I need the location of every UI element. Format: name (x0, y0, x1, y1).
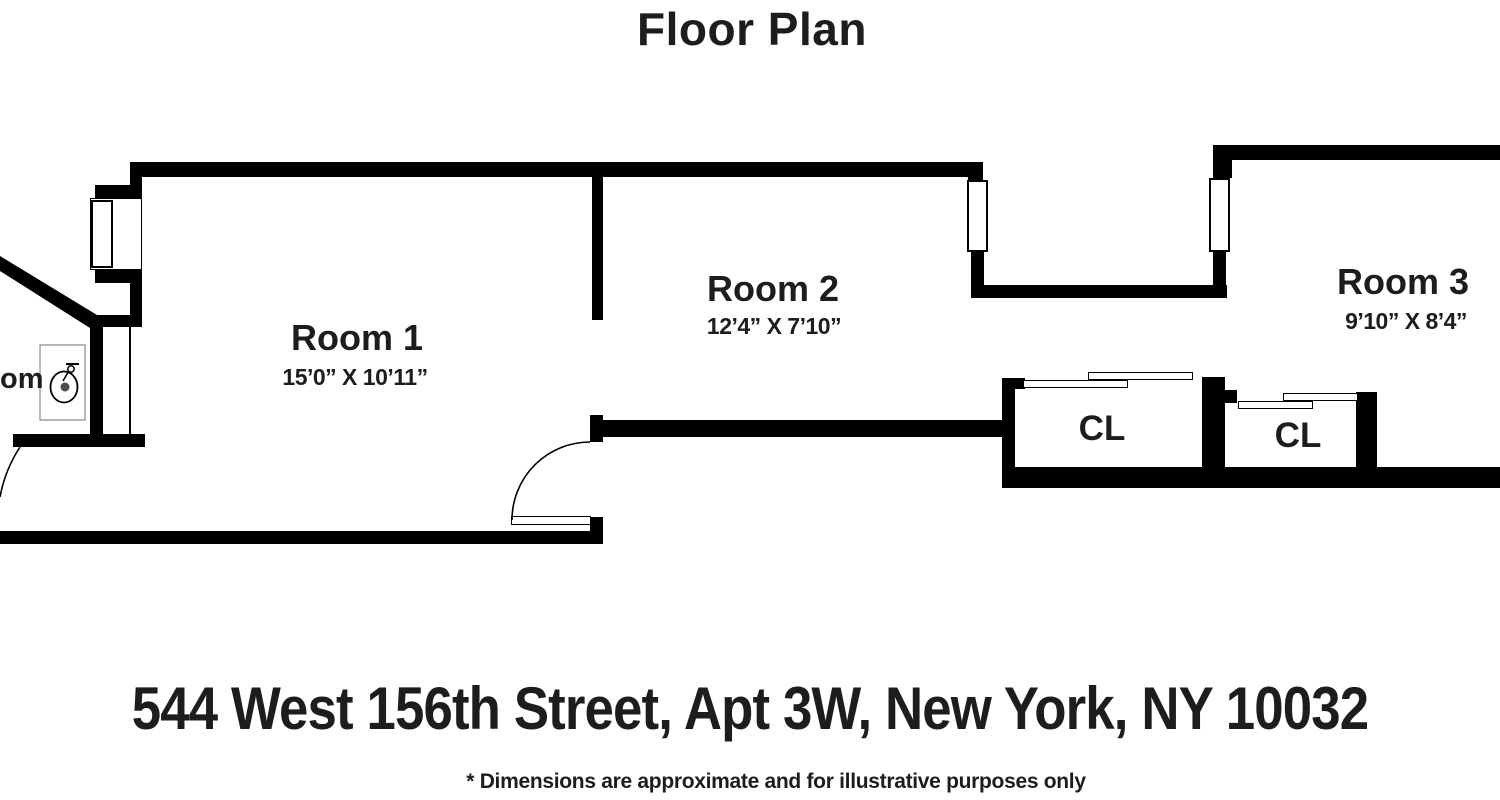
wall-top-main (130, 162, 983, 177)
wall-notch-left-lower (971, 252, 984, 285)
wall-closet1-topleft-block (1002, 378, 1025, 389)
closet1-sliding-door-b (1023, 380, 1128, 388)
wall-window-stub-bottom (95, 270, 142, 283)
wall-room-divider (592, 177, 603, 320)
closet2-sliding-door-b (1238, 401, 1313, 409)
wall-notch-right-lower (1213, 252, 1226, 285)
wall-notch-left-corner (968, 162, 983, 180)
wall-room1-left-mid (130, 283, 142, 318)
window-notch-left (967, 180, 988, 252)
wall-closet-bottom (1002, 467, 1500, 488)
room1-name: Room 1 (290, 317, 424, 358)
wall-door-jamb-lower (590, 517, 603, 531)
page-title: Floor Plan (637, 3, 867, 55)
closet2-label: CL (1274, 416, 1322, 455)
wall-room3-top (1213, 145, 1500, 160)
wall-bathroom-right (90, 320, 103, 447)
room3-dimensions: 9’10” X 8’4” (1345, 308, 1467, 334)
wall-door-jamb-upper (590, 415, 603, 442)
room2-dimensions: 12’4” X 7’10” (706, 313, 842, 339)
door-leaf-room1 (511, 516, 591, 525)
door-arc-room1 (511, 441, 591, 521)
wall-closet1-left (1002, 378, 1015, 480)
wall-closet1-right (1202, 377, 1225, 480)
partial-room-label: om (0, 363, 44, 395)
door-arc-bathroom (0, 446, 21, 498)
wall-bathroom-diagonal (0, 256, 97, 328)
closet1-label: CL (1078, 409, 1126, 448)
address-line: 544 West 156th Street, Apt 3W, New York,… (131, 675, 1369, 742)
wall-thin-partition (129, 327, 131, 434)
wall-window-stub-top (95, 185, 142, 198)
room3-name: Room 3 (1336, 261, 1470, 302)
wall-bathroom-bottom (13, 434, 145, 447)
disclaimer-text: * Dimensions are approximate and for ill… (466, 770, 1086, 793)
wall-closet2-right (1356, 392, 1377, 470)
wall-closet2-left-stub (1225, 390, 1237, 403)
room2-name: Room 2 (706, 268, 840, 309)
room1-dimensions: 15’0” X 10’11” (282, 364, 428, 390)
wall-room1-bottom (0, 531, 603, 544)
window-notch-right (1209, 178, 1230, 252)
sink-fixture-icon (39, 344, 86, 421)
wall-notch-bottom (971, 285, 1227, 298)
closet2-sliding-door-a (1283, 393, 1358, 401)
closet1-sliding-door-a (1088, 372, 1193, 380)
window-room1-sash (91, 200, 113, 268)
wall-room2-bottom (603, 420, 1005, 437)
